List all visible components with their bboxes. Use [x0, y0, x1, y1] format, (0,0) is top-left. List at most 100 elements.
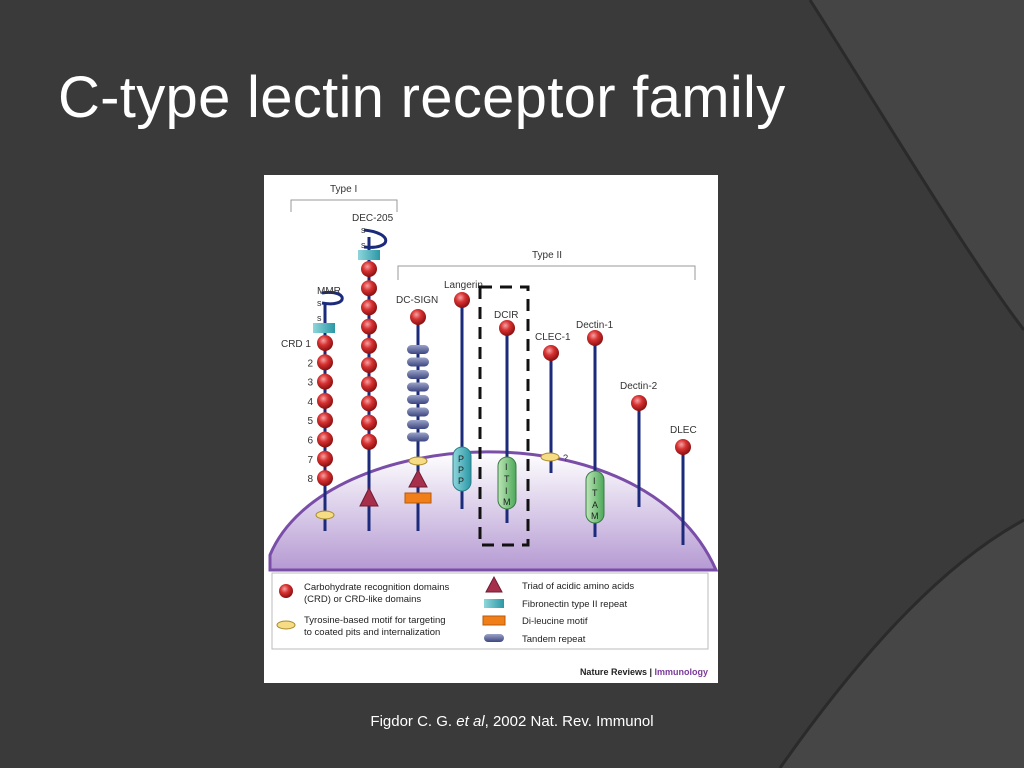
type2-bracket: [397, 265, 696, 280]
slide-title: C-type lectin receptor family: [58, 65, 786, 130]
legend-fibronectin-icon: [484, 599, 504, 608]
dec205-crd: [361, 318, 377, 335]
mmr-crd: [317, 373, 333, 390]
ppp-letter: P: [458, 465, 464, 475]
type1-label: Type I: [330, 184, 357, 195]
dec205-fibronectin-repeat: [358, 250, 380, 260]
dcsign-tandem-repeat: [407, 420, 429, 429]
dcsign-tandem-repeat: [407, 432, 429, 442]
mmr-tyrosine-motif: [315, 510, 335, 520]
dcir-label: DCIR: [494, 310, 518, 321]
dectin1-crd: [587, 330, 603, 346]
legend-dileucine-label: Di-leucine motif: [522, 616, 588, 627]
credit-journal: Nature Reviews: [580, 667, 647, 677]
dec205-acidic-triad: [359, 486, 379, 507]
langerin-ppp-motif: [452, 446, 472, 492]
dcir-highlight-box: [478, 285, 530, 547]
crd-number-label: 7: [307, 455, 313, 466]
type2-label: Type II: [532, 250, 562, 261]
mmr-crd: [317, 392, 333, 409]
mmr-ss-2: s: [317, 313, 322, 323]
dec205-ss-1: s: [361, 225, 366, 235]
citation-caption: Figdor C. G. et al, 2002 Nat. Rev. Immun…: [0, 713, 1024, 730]
crd-number-label: 2: [307, 358, 313, 369]
crd-number-label: 5: [307, 416, 313, 427]
credit-separator: |: [647, 667, 655, 677]
itim-letter: M: [503, 497, 511, 507]
legend-crd-line1: Carbohydrate recognition domains: [304, 582, 449, 593]
legend-triad-label: Triad of acidic amino acids: [522, 581, 634, 592]
legend-tyrosine-icon: [276, 620, 296, 630]
dec205-crd: [361, 395, 377, 412]
dcsign-tandem-repeat: [407, 357, 429, 367]
crd-number-label: CRD 1: [281, 339, 311, 350]
mmr-fibronectin-repeat: [313, 323, 335, 333]
mmr-crd: [317, 450, 333, 467]
mmr-label: MMR: [317, 286, 341, 297]
dcsign-crd: [410, 309, 426, 325]
figure-credit: Nature Reviews | Immunology: [580, 667, 708, 677]
caption-author: Figdor C. G.: [370, 713, 457, 730]
legend-dileucine-icon: [482, 615, 506, 626]
dcir-itim-motif: [497, 456, 517, 510]
dlec-label: DLEC: [670, 425, 697, 436]
legend-tyrosine-line1: Tyrosine-based motif for targeting: [304, 615, 446, 626]
dec205-crd: [361, 337, 377, 354]
clec1-label: CLEC-1: [535, 332, 571, 343]
crd-number-label: 6: [307, 436, 313, 447]
dcir-crd: [499, 320, 515, 336]
itim-letter: I: [505, 462, 508, 472]
dectin1-itam-motif: [585, 470, 605, 524]
itam-letter: M: [591, 511, 599, 521]
dec205-crd: [361, 280, 377, 297]
crd-number-label: 4: [307, 397, 313, 408]
caption-rest: , 2002 Nat. Rev. Immunol: [484, 713, 654, 730]
legend-crd-icon: [279, 584, 293, 598]
crd-number-label: 3: [307, 378, 313, 389]
mmr-crd: [317, 431, 333, 448]
dcsign-tandem-repeat: [407, 407, 429, 417]
legend-tandem-icon: [484, 634, 504, 642]
mmr-crd: [317, 412, 333, 429]
dectin1-label: Dectin-1: [576, 320, 614, 331]
dec205-crd: [361, 261, 377, 277]
mmr-loop: [321, 290, 344, 306]
dectin2-crd: [631, 395, 647, 411]
itam-letter: I: [593, 476, 596, 486]
dcsign-tandem-repeat: [407, 382, 429, 392]
legend-triad-icon: [485, 575, 503, 593]
crd-number-label: 8: [307, 474, 313, 485]
legend-tandem-label: Tandem repeat: [522, 634, 586, 645]
dcsign-dileucine-motif: [404, 492, 432, 504]
caption-etal: et al: [456, 713, 485, 730]
cell-membrane: [268, 450, 719, 572]
clec1-crd: [543, 345, 559, 361]
diagram-figure: Type I Type II MMR s s DEC-205 s s CRD 1…: [264, 175, 719, 683]
credit-section: Immunology: [655, 667, 709, 677]
clec1-question: ?: [563, 453, 568, 463]
dcsign-tandem-repeat: [407, 345, 429, 354]
dlec-crd: [675, 439, 691, 455]
dcsign-tandem-repeat: [407, 395, 429, 404]
dec205-loop: [363, 228, 388, 249]
itim-letter: I: [505, 486, 508, 496]
dcsign-acidic-triad: [408, 468, 428, 488]
itam-letter: T: [592, 488, 598, 498]
langerin-label: Langerin: [444, 280, 483, 291]
mmr-ss-1: s: [317, 298, 322, 308]
legend-tyrosine-line2: to coated pits and internalization: [304, 627, 440, 638]
ppp-letter: P: [458, 476, 464, 486]
dcsign-label: DC-SIGN: [396, 295, 438, 306]
dectin2-label: Dectin-2: [620, 381, 658, 392]
legend-fibronectin-label: Fibronectin type II repeat: [522, 599, 627, 610]
dcsign-tandem-repeat: [407, 370, 429, 379]
dec205-label: DEC-205: [352, 213, 394, 224]
dec205-crd: [361, 376, 377, 393]
itim-letter: T: [504, 474, 510, 484]
dec205-crd: [361, 433, 377, 450]
langerin-crd: [454, 292, 470, 308]
mmr-crd: [317, 335, 333, 351]
type1-bracket: [290, 199, 398, 212]
dec205-crd: [361, 414, 377, 431]
